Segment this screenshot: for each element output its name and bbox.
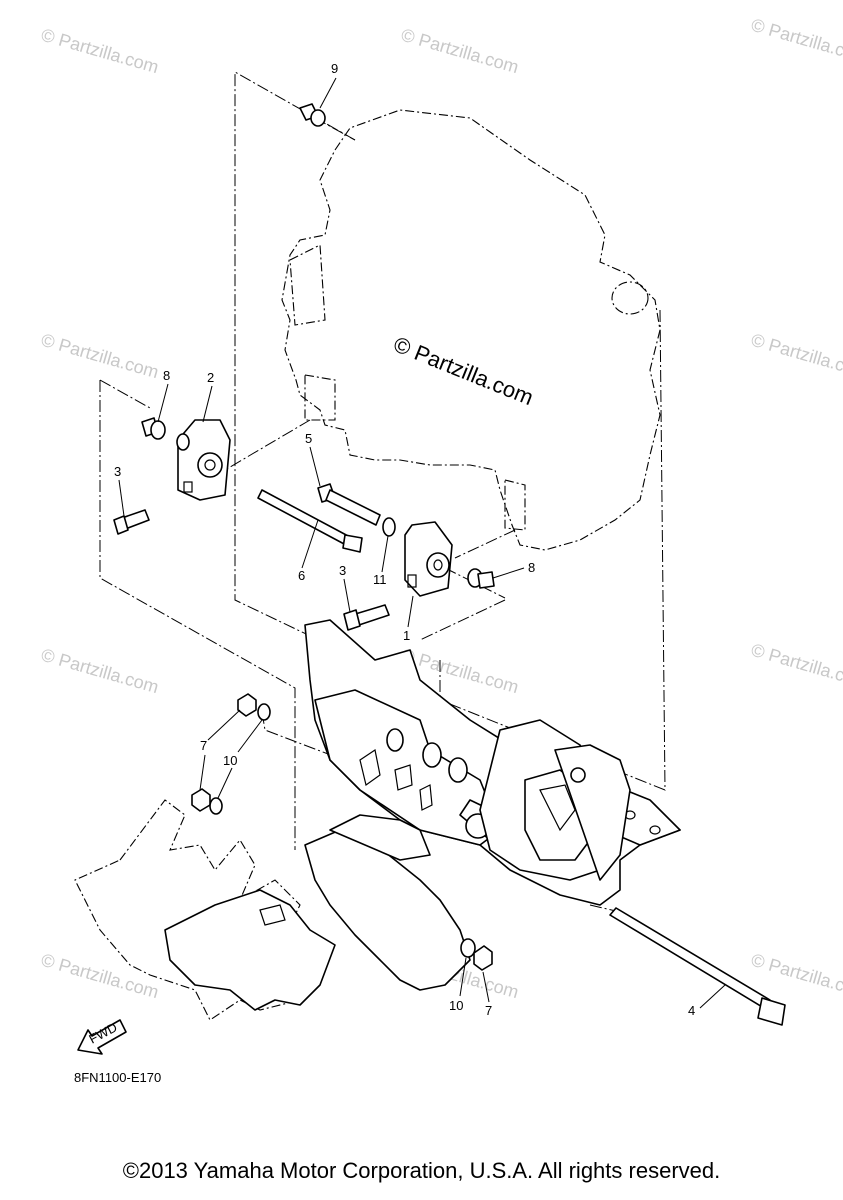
washer-10-top xyxy=(257,703,271,721)
callout-3-left: 3 xyxy=(114,464,121,479)
bolt-3-left xyxy=(113,509,150,535)
nut-7-top xyxy=(237,693,257,717)
leader-6 xyxy=(301,519,319,569)
bolt-3-right xyxy=(343,604,390,631)
assembly-lines xyxy=(99,71,666,951)
callout-10-bottom: 10 xyxy=(449,998,463,1013)
bolt-5 xyxy=(317,483,381,526)
nut-7-bottom xyxy=(473,945,493,971)
callout-9: 9 xyxy=(331,61,338,76)
callout-7-bottom: 7 xyxy=(485,1003,492,1018)
callout-2: 2 xyxy=(207,370,214,385)
leader-1 xyxy=(407,595,414,628)
leader-7-lower xyxy=(199,754,206,791)
callout-11: 11 xyxy=(373,572,387,587)
bolt-9 xyxy=(299,103,326,127)
frame-left-bracket xyxy=(74,799,336,1021)
watermark: © Partzilla.com xyxy=(399,25,521,78)
engine-mount-2 xyxy=(176,419,231,501)
leader-5 xyxy=(309,446,321,487)
watermark: © Partzilla.com xyxy=(39,25,161,78)
diagram-code: 8FN1100-E170 xyxy=(74,1070,162,1085)
callout-6: 6 xyxy=(298,568,305,583)
callout-3-right: 3 xyxy=(339,563,346,578)
engine-frame xyxy=(304,619,681,991)
through-bolt-6 xyxy=(257,489,363,553)
callouts: 9 8 2 3 5 6 3 11 8 1 7 10 10 7 4 xyxy=(114,61,726,1018)
watermark: © Partzilla.com xyxy=(749,15,843,68)
leader-9 xyxy=(319,77,337,109)
center-watermark: © Partzilla.com xyxy=(390,331,537,410)
leader-11 xyxy=(381,535,389,573)
callout-1: 1 xyxy=(403,628,410,643)
callout-7-top: 7 xyxy=(200,738,207,753)
long-bolt-4 xyxy=(609,907,786,1026)
watermark: © Partzilla.com xyxy=(749,640,843,693)
watermark: © Partzilla.com xyxy=(39,950,161,1003)
watermark: © Partzilla.com xyxy=(749,950,843,1003)
bolt-8-left xyxy=(141,417,166,440)
callout-8-left: 8 xyxy=(163,368,170,383)
callout-8-right: 8 xyxy=(528,560,535,575)
fwd-arrow-icon: FWD xyxy=(77,1019,127,1055)
washer-10-bottom xyxy=(460,938,476,958)
watermark: © Partzilla.com xyxy=(39,330,161,383)
engine-outline xyxy=(281,109,661,551)
leader-3-right xyxy=(343,578,351,613)
leader-7-bottom xyxy=(482,971,490,1003)
leader-10-top xyxy=(237,719,263,753)
engine-mount-1 xyxy=(404,521,453,597)
leader-3-left xyxy=(118,479,125,517)
bolt-8-right xyxy=(467,568,495,589)
leader-4 xyxy=(699,984,726,1009)
leader-8-left xyxy=(157,383,169,423)
callout-5: 5 xyxy=(305,431,312,446)
washer-11 xyxy=(382,517,396,537)
callout-10-top: 10 xyxy=(223,753,237,768)
leader-10-bottom xyxy=(459,957,467,997)
watermark-layer: © Partzilla.com © Partzilla.com © Partzi… xyxy=(39,15,843,1003)
watermark: © Partzilla.com xyxy=(39,645,161,698)
leader-8-right xyxy=(492,567,525,579)
callout-4: 4 xyxy=(688,1003,695,1018)
leader-7-top xyxy=(207,709,241,741)
washer-10-lower-left xyxy=(209,797,223,815)
watermark: © Partzilla.com xyxy=(749,330,843,383)
nut-7-lower-left xyxy=(191,788,211,812)
copyright-notice: ©2013 Yamaha Motor Corporation, U.S.A. A… xyxy=(122,1158,721,1183)
leader-10-lower xyxy=(217,767,233,799)
leader-2 xyxy=(202,385,213,423)
